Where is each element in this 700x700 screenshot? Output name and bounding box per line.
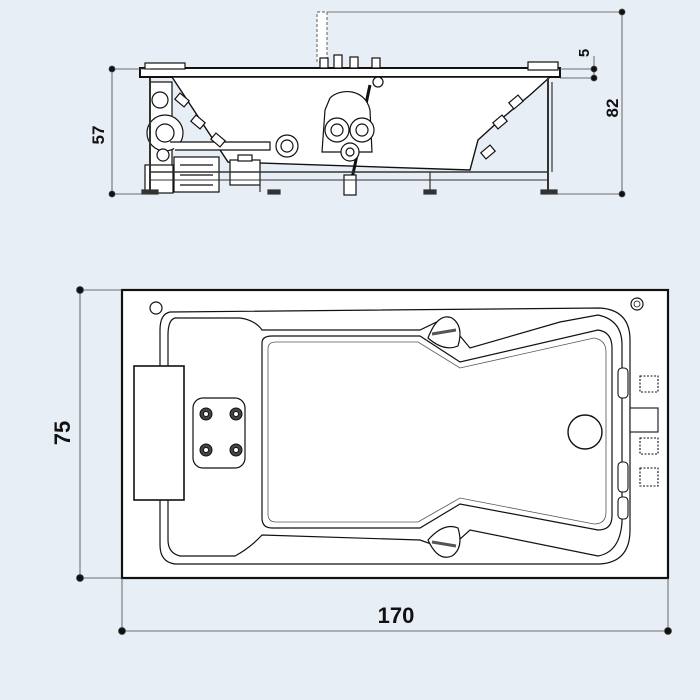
tub-basin-floor	[261, 329, 613, 531]
drain	[567, 414, 603, 450]
side-jet-bottom	[427, 525, 461, 558]
jet-fittings	[173, 92, 525, 160]
back-jet-panel	[192, 397, 246, 469]
dim-top-length: 170	[378, 603, 415, 628]
drain-assembly	[321, 91, 375, 196]
side-jet-top	[427, 316, 461, 349]
support-frame	[141, 78, 558, 195]
side-view	[139, 11, 622, 196]
fitting-top-left	[149, 301, 163, 315]
headrest-pillow	[133, 365, 185, 501]
top-view	[120, 288, 670, 580]
dim-side-body-height: 57	[89, 126, 108, 145]
deck-fittings	[319, 54, 381, 69]
tub-deck-outline	[159, 307, 631, 565]
blower-box	[173, 154, 261, 193]
dim-side-rim: 5	[576, 49, 593, 57]
dim-side-total-height: 82	[603, 99, 622, 118]
foot-end-controls	[617, 367, 659, 520]
side-dimensions	[108, 8, 626, 198]
dim-top-width: 75	[50, 421, 75, 445]
tub-basin-shoulder	[167, 314, 623, 557]
top-dimensions	[76, 286, 672, 635]
